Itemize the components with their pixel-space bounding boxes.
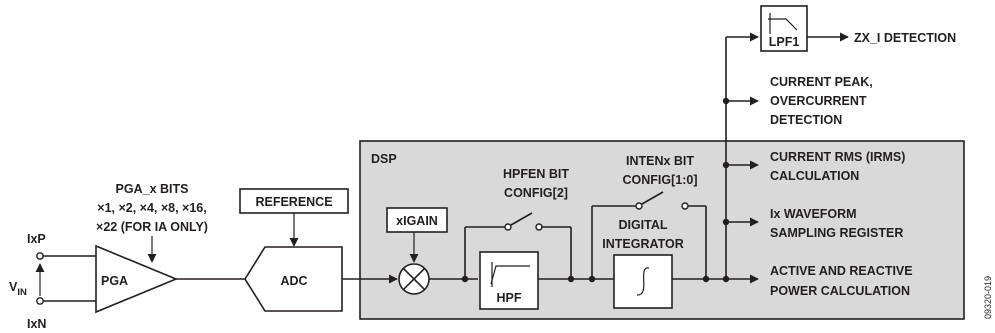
hpf-box (479, 251, 539, 310)
hpf-switch-blade (510, 212, 533, 226)
vin-label: VIN (9, 280, 27, 298)
waveform-line2: SAMPLING REGISTER (770, 226, 903, 240)
dsp-title: DSP (371, 152, 397, 166)
multiplier-cross-b (402, 267, 426, 291)
integrator-line1: DIGITAL (618, 218, 667, 232)
lpf1-label: LPF1 (769, 35, 800, 49)
integrator-switch-blade (641, 191, 664, 205)
integrator-box (613, 254, 673, 309)
power-line1: ACTIVE AND REACTIVE (770, 264, 913, 278)
integrator-line2: INTEGRATOR (602, 237, 683, 251)
hpf-switch-contact-b (535, 223, 543, 231)
lpf1-box (760, 5, 808, 52)
lpf1-response-curve (768, 18, 798, 31)
xigain-box (386, 207, 448, 233)
pga-label: PGA (101, 274, 128, 288)
zx-detection-label: ZX_I DETECTION (854, 31, 956, 45)
peak-line3: DETECTION (770, 113, 842, 127)
reference-label: REFERENCE (255, 195, 332, 209)
ixn-terminal (36, 297, 44, 305)
hpfen-line2: CONFIG[2] (504, 186, 568, 200)
power-line2: POWER CALCULATION (770, 284, 910, 298)
integrator-switch-contact-b (681, 202, 689, 210)
integrator-switch-contact-a (635, 202, 643, 210)
inten-line1: INTENx BIT (626, 154, 694, 168)
hpf-bypass-node-out (567, 275, 575, 283)
hpf-response-curve (490, 265, 530, 285)
rms-line2: CALCULATION (770, 169, 859, 183)
inten-line2: CONFIG[1:0] (623, 173, 698, 187)
hpf-switch-contact-a (504, 223, 512, 231)
ixn-label: IxN (27, 317, 46, 331)
reference-box (239, 188, 349, 214)
integrator-bypass-node-out (702, 275, 710, 283)
pga-gains-line1: ×1, ×2, ×4, ×8, ×16, (97, 201, 206, 215)
xigain-label: xIGAIN (396, 214, 438, 228)
hpfen-line1: HPFEN BIT (503, 167, 569, 181)
ixp-label: IxP (27, 232, 46, 246)
ixp-terminal (36, 252, 44, 260)
waveform-line1: Ix WAVEFORM (770, 207, 857, 221)
hpf-label: HPF (497, 291, 522, 305)
adc-label: ADC (280, 274, 307, 288)
pga-amplifier (95, 244, 179, 314)
pga-bits-title: PGA_x BITS (116, 182, 189, 196)
integral-symbol (636, 267, 650, 296)
peak-line2: OVERCURRENT (770, 94, 867, 108)
pga-gains-line2: ×22 (FOR IA ONLY) (96, 220, 208, 234)
figure-id: 09320-019 (983, 276, 993, 319)
peak-line1: CURRENT PEAK, (770, 75, 873, 89)
rms-line1: CURRENT RMS (IRMS) (770, 150, 905, 164)
